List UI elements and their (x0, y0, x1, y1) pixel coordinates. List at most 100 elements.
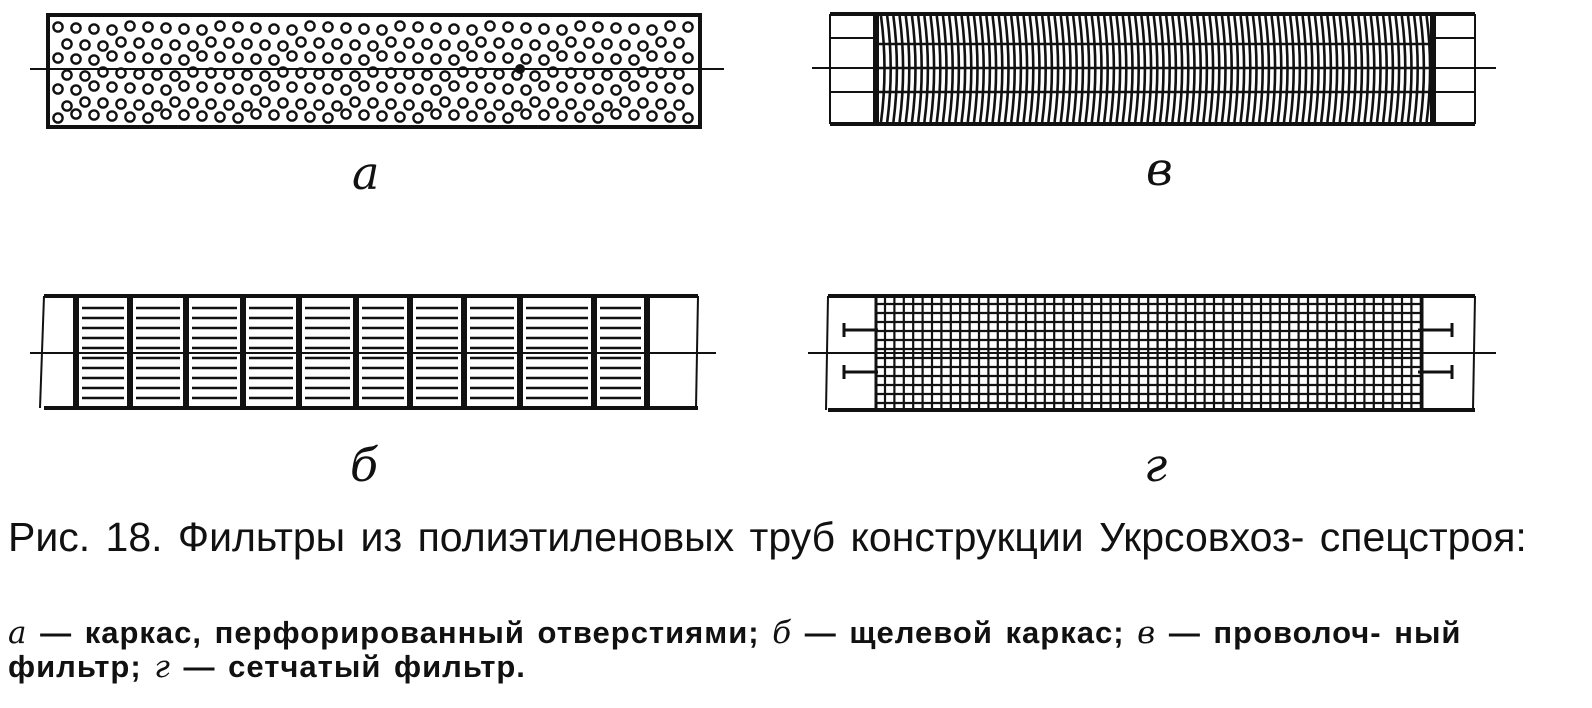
frame-bar (240, 296, 246, 408)
wire-winding (1146, 15, 1153, 123)
perforation-hole (250, 22, 262, 34)
perforation-hole (70, 53, 82, 65)
pipe-right-end (695, 295, 699, 409)
perforation-hole (619, 70, 631, 82)
wire-winding (1214, 15, 1221, 123)
frame-bar (591, 296, 597, 408)
panel-label-g: г (1144, 438, 1168, 492)
wire-winding (1239, 15, 1246, 123)
perforation-hole (556, 81, 568, 93)
perforation-hole (106, 110, 118, 122)
wire-winding (916, 15, 923, 123)
perforation-hole (538, 23, 550, 35)
perforation-hole (70, 108, 82, 120)
perforation-hole (412, 83, 424, 95)
wire-winding (1319, 15, 1326, 123)
perforation-hole (565, 98, 577, 110)
perforation-hole (214, 20, 226, 32)
perforation-hole (223, 37, 235, 49)
perforation-hole (169, 96, 181, 108)
perforation-hole (322, 83, 334, 95)
wire-winding (1071, 15, 1078, 123)
perforation-hole (232, 52, 244, 64)
legend-text-a: — каркас, перфорированный отверстиями; (27, 615, 773, 650)
perforation-hole (97, 40, 109, 52)
perforation-hole (403, 68, 415, 80)
perforation-hole (367, 40, 379, 52)
perforation-hole (664, 20, 676, 32)
perforation-hole (430, 53, 442, 65)
perforation-hole (493, 68, 505, 80)
perforation-hole (304, 111, 316, 123)
wire-winding (1425, 15, 1432, 123)
perforation-hole (394, 20, 406, 32)
perforation-hole (475, 36, 487, 48)
perforation-hole (412, 112, 424, 124)
perforation-hole (565, 36, 577, 48)
wire-winding (1084, 15, 1091, 123)
legend-text-b: — щелевой каркас; (792, 615, 1138, 650)
wire-winding (1158, 15, 1165, 123)
perforation-hole (583, 68, 595, 80)
frame-bar (517, 296, 523, 408)
perforation-hole (484, 20, 496, 32)
wire-winding (1288, 15, 1295, 123)
perforation-hole (412, 21, 424, 33)
perforation-hole (340, 22, 352, 34)
perforation-hole (322, 52, 334, 64)
perforation-hole (214, 51, 226, 63)
perforation-hole (79, 96, 91, 108)
perforation-hole (601, 69, 613, 81)
perforation-hole (358, 80, 370, 92)
perforation-hole (637, 97, 649, 109)
perforation-hole (106, 50, 118, 62)
perforation-hole (466, 24, 478, 36)
wire-winding (904, 15, 911, 123)
wire-winding (1121, 15, 1128, 123)
perforation-hole (259, 70, 271, 82)
perforation-hole (574, 20, 586, 32)
wire-winding (1109, 15, 1116, 123)
perforation-hole (304, 82, 316, 94)
perforation-hole (340, 53, 352, 65)
perforation-hole (160, 84, 172, 96)
perforation-hole (88, 54, 100, 66)
perforation-hole (538, 54, 550, 66)
perforation-hole (646, 50, 658, 62)
perforation-hole (646, 110, 658, 122)
wire-winding (1220, 15, 1227, 123)
perforation-hole (448, 80, 460, 92)
wire-winding (985, 15, 992, 123)
wire-winding (1375, 15, 1382, 123)
perforation-hole (547, 66, 559, 78)
perforation-hole (241, 38, 253, 50)
panel-label-b: б (350, 438, 379, 492)
perforation-hole (151, 38, 163, 50)
perforation-hole (403, 99, 415, 111)
perforation-hole (340, 108, 352, 120)
perforation-hole (178, 109, 190, 121)
wire-winding (1344, 15, 1351, 123)
perforation-hole (178, 23, 190, 35)
perforation-hole (610, 53, 622, 65)
perforation-hole (70, 84, 82, 96)
perforation-hole (133, 68, 145, 80)
wire-winding (1115, 15, 1122, 123)
perforation-hole (322, 21, 334, 33)
wire-winding (1133, 15, 1140, 123)
perforation-hole (493, 99, 505, 111)
perforation-hole (187, 40, 199, 52)
wire-winding (1282, 15, 1289, 123)
perforation-hole (484, 51, 496, 63)
perforation-hole (358, 109, 370, 121)
perforation-hole (259, 39, 271, 51)
frame-bar (644, 296, 650, 408)
perforation-hole (286, 110, 298, 122)
perforation-hole (79, 39, 91, 51)
pipe-left-end (825, 295, 829, 411)
legend-letter-g: г (154, 649, 171, 685)
perforation-hole (268, 109, 280, 121)
perforation-hole (520, 22, 532, 34)
perforation-hole (511, 38, 523, 50)
wire-winding (991, 15, 998, 123)
